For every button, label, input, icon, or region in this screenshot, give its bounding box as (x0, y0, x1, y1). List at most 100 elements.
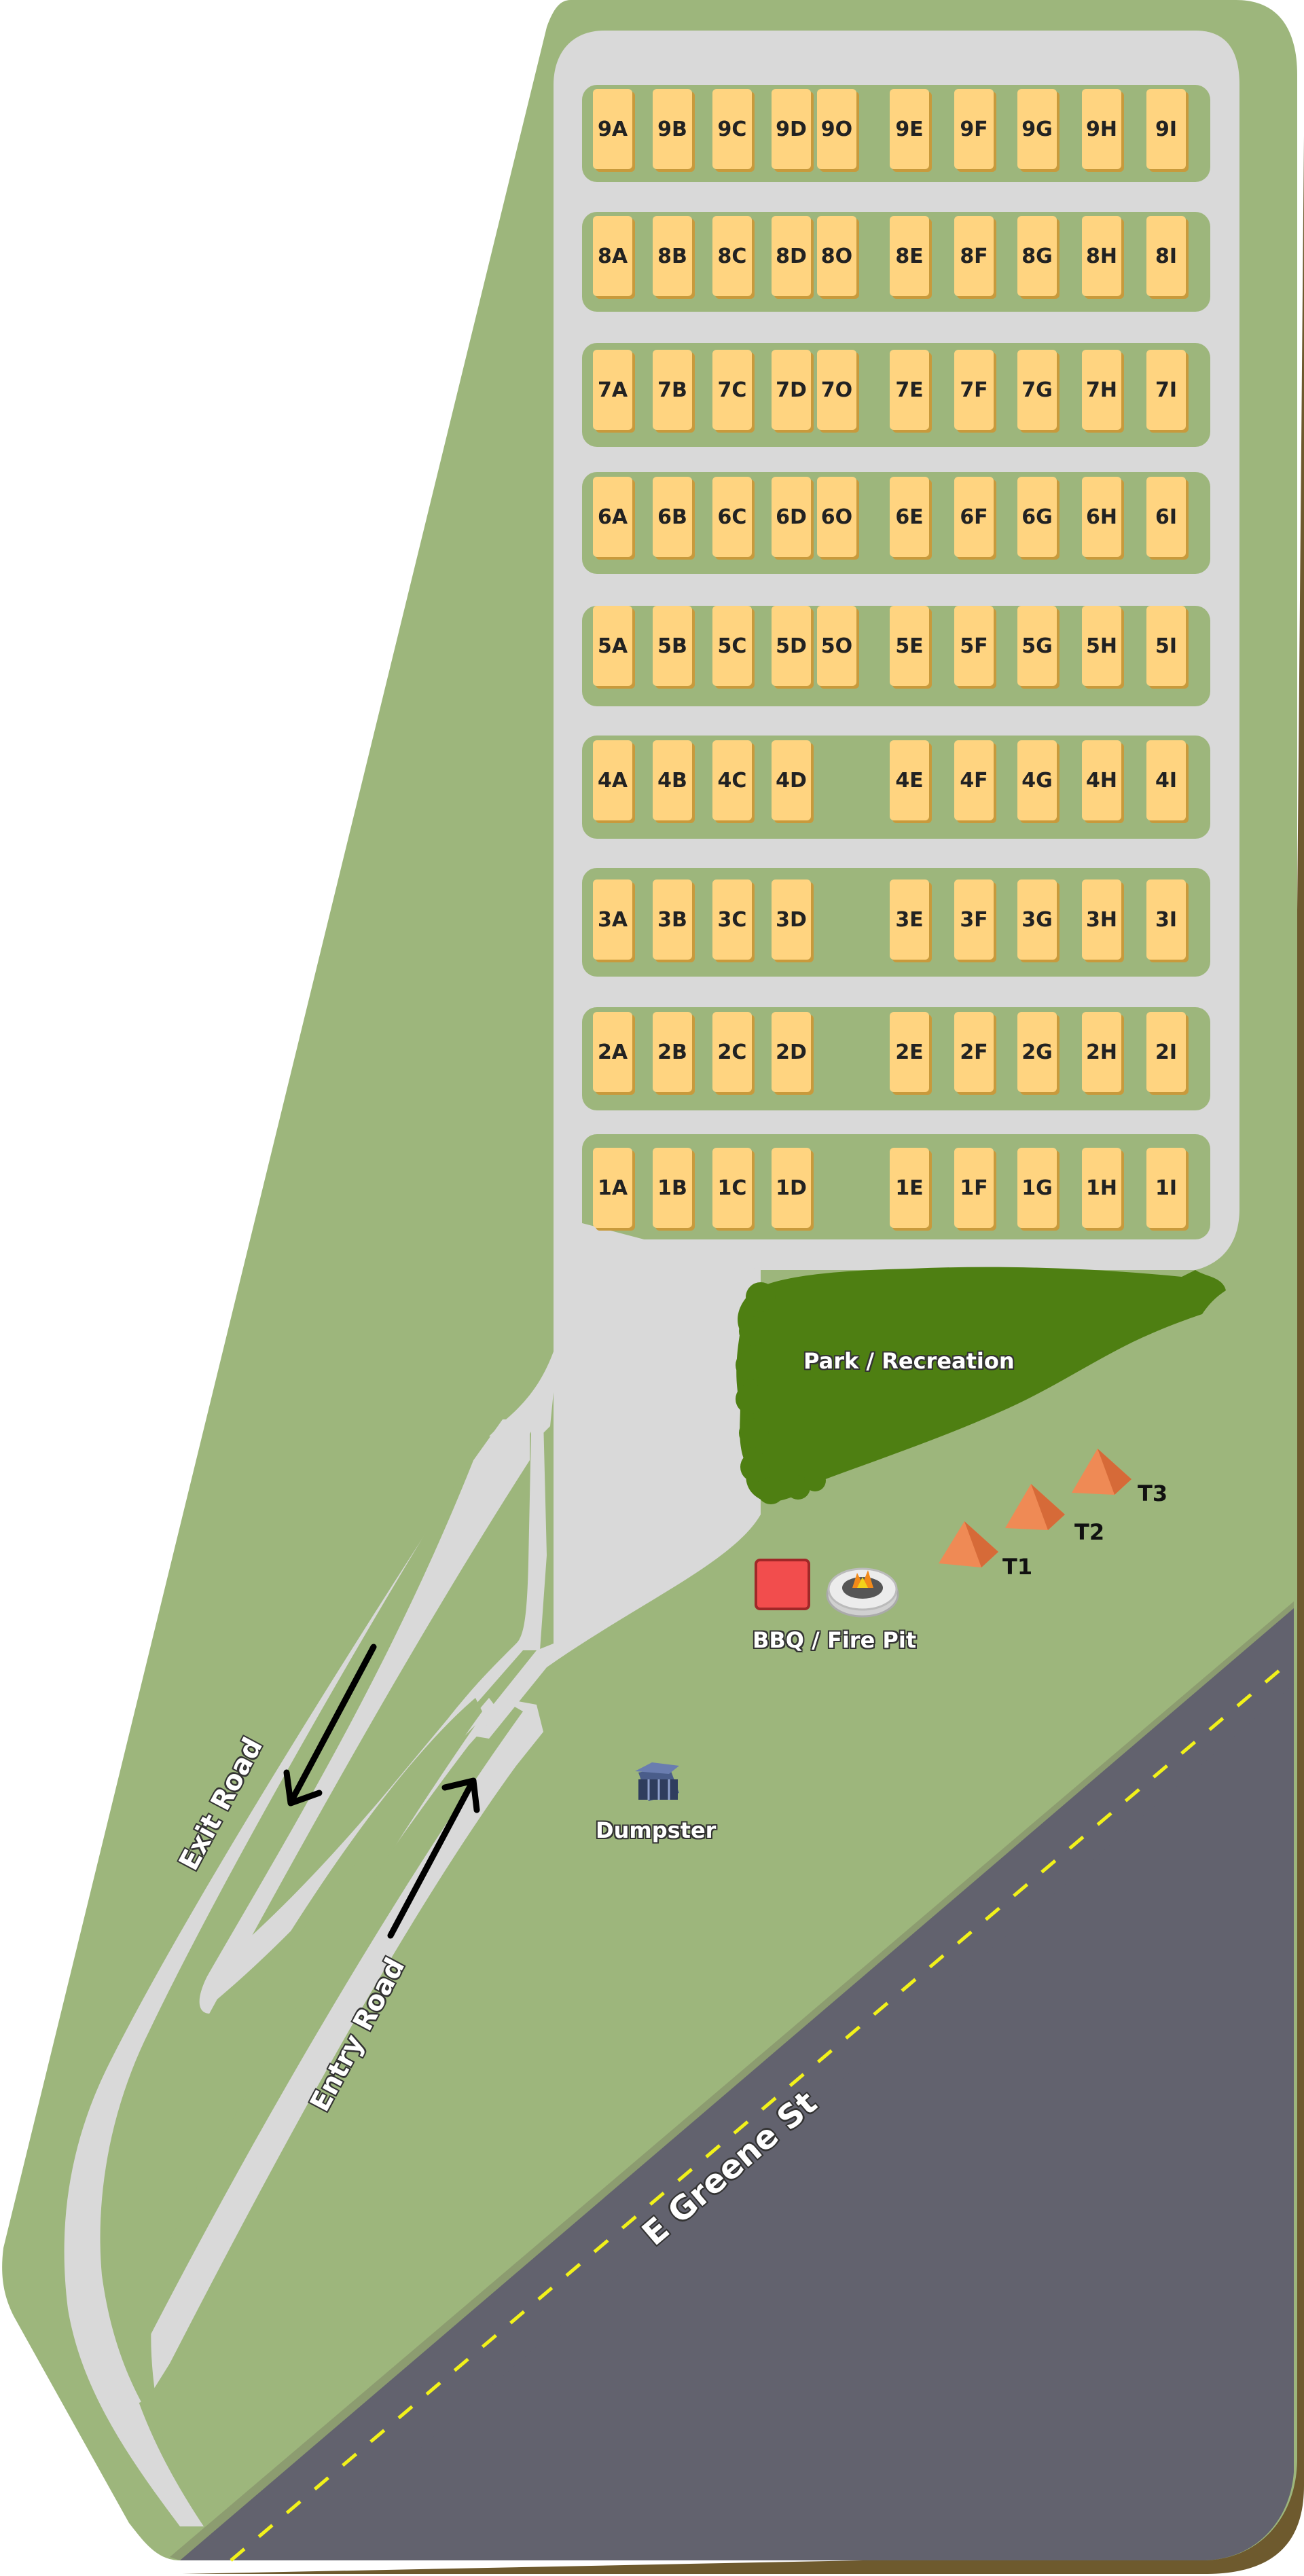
campsite-label: 3G (1021, 907, 1053, 932)
campsite-3d[interactable]: 3D (772, 879, 814, 962)
campsite-1g[interactable]: 1G (1017, 1148, 1060, 1231)
campsite-9c[interactable]: 9C (712, 89, 755, 172)
campsite-3c[interactable]: 3C (712, 879, 755, 962)
campsite-7h[interactable]: 7H (1082, 350, 1124, 433)
campsite-2f[interactable]: 2F (954, 1012, 996, 1095)
campsite-4a[interactable]: 4A (593, 740, 635, 823)
campsite-5f[interactable]: 5F (954, 606, 996, 689)
campsite-5b[interactable]: 5B (653, 606, 695, 689)
campsite-9b[interactable]: 9B (653, 89, 695, 172)
campsite-9a[interactable]: 9A (593, 89, 635, 172)
campsite-7i[interactable]: 7I (1146, 350, 1189, 433)
campsite-7e[interactable]: 7E (890, 350, 932, 433)
campsite-5e[interactable]: 5E (890, 606, 932, 689)
campsite-3e[interactable]: 3E (890, 879, 932, 962)
campsite-6i[interactable]: 6I (1146, 477, 1189, 560)
campsite-1b[interactable]: 1B (653, 1148, 695, 1231)
campsite-label: 5D (776, 634, 807, 658)
campsite-6o[interactable]: 6O (817, 477, 859, 560)
campsite-3a[interactable]: 3A (593, 879, 635, 962)
campsite-label: 6I (1155, 505, 1178, 529)
campsite-2i[interactable]: 2I (1146, 1012, 1189, 1095)
campsite-3g[interactable]: 3G (1017, 879, 1060, 962)
campsite-4c[interactable]: 4C (712, 740, 755, 823)
campsite-6f[interactable]: 6F (954, 477, 996, 560)
campsite-label: 2E (895, 1040, 924, 1064)
campsite-8a[interactable]: 8A (593, 216, 635, 299)
campsite-1f[interactable]: 1F (954, 1148, 996, 1231)
campsite-2c[interactable]: 2C (712, 1012, 755, 1095)
campsite-label: 6C (717, 505, 747, 529)
campsite-4f[interactable]: 4F (954, 740, 996, 823)
campsite-7d[interactable]: 7D (772, 350, 814, 433)
campsite-label: 6D (776, 505, 807, 529)
campsite-8f[interactable]: 8F (954, 216, 996, 299)
campsite-4g[interactable]: 4G (1017, 740, 1060, 823)
campsite-9o[interactable]: 9O (817, 89, 859, 172)
campsite-4i[interactable]: 4I (1146, 740, 1189, 823)
campsite-2e[interactable]: 2E (890, 1012, 932, 1095)
campsite-1a[interactable]: 1A (593, 1148, 635, 1231)
campsite-4d[interactable]: 4D (772, 740, 814, 823)
tent-label-t3: T3 (1138, 1481, 1168, 1506)
campsite-6e[interactable]: 6E (890, 477, 932, 560)
campsite-3i[interactable]: 3I (1146, 879, 1189, 962)
campsite-3h[interactable]: 3H (1082, 879, 1124, 962)
campsite-9i[interactable]: 9I (1146, 89, 1189, 172)
campsite-6d[interactable]: 6D (772, 477, 814, 560)
campsite-7f[interactable]: 7F (954, 350, 996, 433)
campsite-4b[interactable]: 4B (653, 740, 695, 823)
campsite-4h[interactable]: 4H (1082, 740, 1124, 823)
campsite-label: 3H (1086, 907, 1117, 932)
campsite-9d[interactable]: 9D (772, 89, 814, 172)
campsite-6g[interactable]: 6G (1017, 477, 1060, 560)
campsite-8d[interactable]: 8D (772, 216, 814, 299)
campsite-4e[interactable]: 4E (890, 740, 932, 823)
campsite-1d[interactable]: 1D (772, 1148, 814, 1231)
campsite-1h[interactable]: 1H (1082, 1148, 1124, 1231)
campsite-7o[interactable]: 7O (817, 350, 859, 433)
campsite-label: 2C (717, 1040, 747, 1064)
campsite-8o[interactable]: 8O (817, 216, 859, 299)
campsite-8g[interactable]: 8G (1017, 216, 1060, 299)
street-shoulder (170, 1601, 1294, 2560)
campsite-8c[interactable]: 8C (712, 216, 755, 299)
campsite-2h[interactable]: 2H (1082, 1012, 1124, 1095)
campsite-8e[interactable]: 8E (890, 216, 932, 299)
campsite-3b[interactable]: 3B (653, 879, 695, 962)
campsite-9f[interactable]: 9F (954, 89, 996, 172)
campsite-2a[interactable]: 2A (593, 1012, 635, 1095)
campsite-1i[interactable]: 1I (1146, 1148, 1189, 1231)
campsite-9g[interactable]: 9G (1017, 89, 1060, 172)
campsite-1e[interactable]: 1E (890, 1148, 932, 1231)
campsite-7g[interactable]: 7G (1017, 350, 1060, 433)
campsite-8b[interactable]: 8B (653, 216, 695, 299)
campsite-label: 8D (776, 244, 807, 268)
campsite-9h[interactable]: 9H (1082, 89, 1124, 172)
dumpster-icon (635, 1762, 679, 1801)
campsite-8h[interactable]: 8H (1082, 216, 1124, 299)
campsite-5g[interactable]: 5G (1017, 606, 1060, 689)
campsite-3f[interactable]: 3F (954, 879, 996, 962)
campsite-6c[interactable]: 6C (712, 477, 755, 560)
campsite-7a[interactable]: 7A (593, 350, 635, 433)
campsite-7c[interactable]: 7C (712, 350, 755, 433)
campsite-5h[interactable]: 5H (1082, 606, 1124, 689)
campsite-6b[interactable]: 6B (653, 477, 695, 560)
campsite-2g[interactable]: 2G (1017, 1012, 1060, 1095)
campsite-9e[interactable]: 9E (890, 89, 932, 172)
campsite-5d[interactable]: 5D (772, 606, 814, 689)
campsite-8i[interactable]: 8I (1146, 216, 1189, 299)
campsite-7b[interactable]: 7B (653, 350, 695, 433)
campsite-6h[interactable]: 6H (1082, 477, 1124, 560)
campsite-label: 5O (820, 634, 853, 658)
campsite-6a[interactable]: 6A (593, 477, 635, 560)
campsite-2b[interactable]: 2B (653, 1012, 695, 1095)
campsite-label: 7D (776, 378, 807, 402)
campsite-2d[interactable]: 2D (772, 1012, 814, 1095)
campsite-5o[interactable]: 5O (817, 606, 859, 689)
campsite-5c[interactable]: 5C (712, 606, 755, 689)
campsite-5i[interactable]: 5I (1146, 606, 1189, 689)
campsite-5a[interactable]: 5A (593, 606, 635, 689)
campsite-1c[interactable]: 1C (712, 1148, 755, 1231)
